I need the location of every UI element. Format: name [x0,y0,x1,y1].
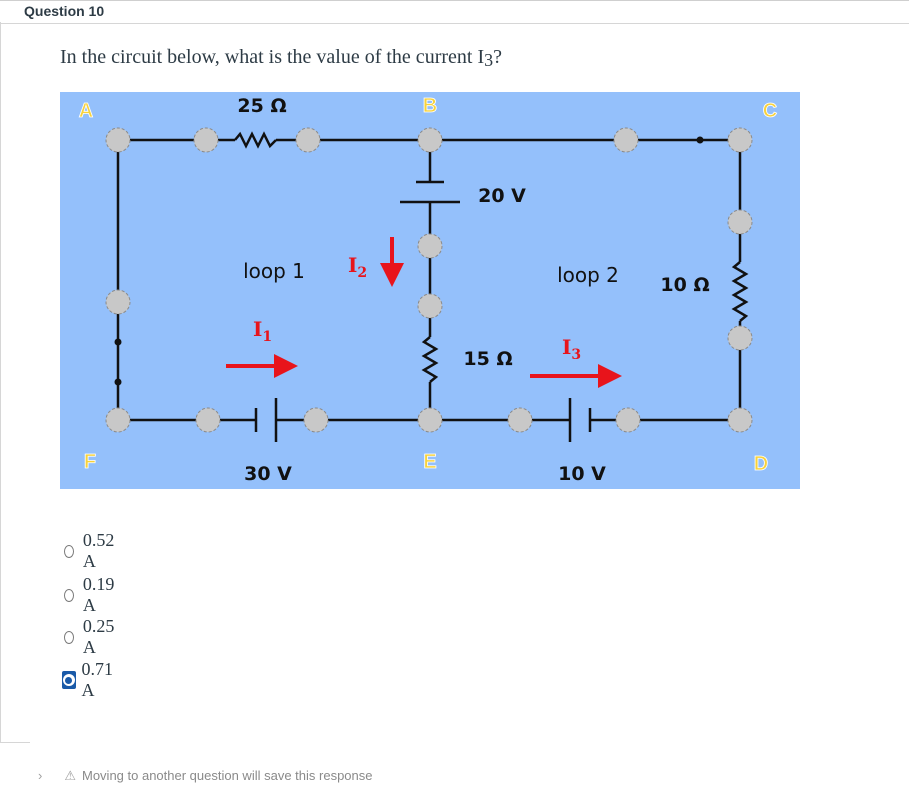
label-30v: 30 V [244,463,292,485]
answer-label: 0.71 A [81,659,114,700]
circuit-diagram: A B C F E D 25 Ω 20 V loop 1 loop 2 10 Ω… [60,92,800,489]
node-label-e: E [423,451,436,473]
panel-border [0,22,1,742]
answer-option-1[interactable]: 0.52 A [64,530,118,571]
label-loop1: loop 1 [243,259,305,283]
footer-text: Moving to another question will save thi… [82,768,373,783]
node-bottom-1 [195,407,221,433]
radio-button[interactable] [64,630,74,644]
question-text-suffix: ? [493,46,502,68]
question-header: Question 10 [0,0,909,24]
node-label-c: C [763,100,777,122]
node-a [105,127,131,153]
connection-nodes [105,127,753,433]
question-text-prefix: In the circuit below, what is the value … [60,46,485,68]
label-i3: I3 [562,335,581,363]
panel-border-bottom [0,742,30,743]
label-i1: I1 [253,317,272,345]
resistor-15ohm [421,336,439,383]
node-mid-1 [417,233,443,259]
node-bottom-4 [615,407,641,433]
radio-button[interactable] [64,588,74,602]
battery-20v [400,180,460,204]
resistor-10ohm [731,261,749,322]
component-labels: 25 Ω 20 V loop 1 loop 2 10 Ω 15 Ω 30 V 1… [237,95,709,485]
label-25ohm: 25 Ω [237,95,286,117]
answer-option-2[interactable]: 0.19 A [64,574,118,615]
node-f [105,407,131,433]
radio-button-selected[interactable] [62,671,76,689]
label-10ohm: 10 Ω [660,274,709,296]
node-bottom-3 [507,407,533,433]
resistor-25ohm [234,131,277,149]
label-20v: 20 V [478,185,526,207]
question-text: In the circuit below, what is the value … [60,46,502,71]
node-top-2 [295,127,321,153]
label-15ohm: 15 Ω [463,348,512,370]
node-right-1 [727,209,753,235]
node-labels: A B C F E D [78,95,777,476]
radio-button[interactable] [64,544,74,558]
node-label-a: A [79,100,93,122]
node-d [727,407,753,433]
chevron-right-icon: › [38,768,43,783]
current-labels: I2 I1 I3 [253,253,581,363]
circuit-svg: A B C F E D 25 Ω 20 V loop 1 loop 2 10 Ω… [78,95,777,485]
answer-option-4[interactable]: 0.71 A [62,659,118,700]
answer-label: 0.19 A [82,574,115,615]
warning-icon: ⚠ [64,768,76,783]
answer-label: 0.25 A [82,616,115,657]
question-text-sub: 3 [484,50,494,70]
node-b [417,127,443,153]
node-label-d: D [754,453,768,475]
label-10v: 10 V [558,463,606,485]
node-label-f: F [84,451,96,473]
current-arrows [226,237,622,388]
node-e [417,407,443,433]
node-label-b: B [423,95,437,117]
node-right-2 [727,325,753,351]
label-loop2: loop 2 [557,263,619,287]
node-mid-2 [417,293,443,319]
node-bottom-2 [303,407,329,433]
circuit-wires [116,131,749,422]
footer-notice: › ⚠ Moving to another question will save t… [38,768,373,786]
label-i2: I2 [348,253,367,281]
junction-dots [114,136,704,386]
battery-10v [568,398,592,442]
answer-option-3[interactable]: 0.25 A [64,616,118,657]
battery-30v [254,398,278,442]
question-title: Question 10 [24,3,105,19]
node-top-3 [613,127,639,153]
answer-label: 0.52 A [82,530,115,571]
node-c [727,127,753,153]
node-top-1 [193,127,219,153]
node-left-1 [105,289,131,315]
